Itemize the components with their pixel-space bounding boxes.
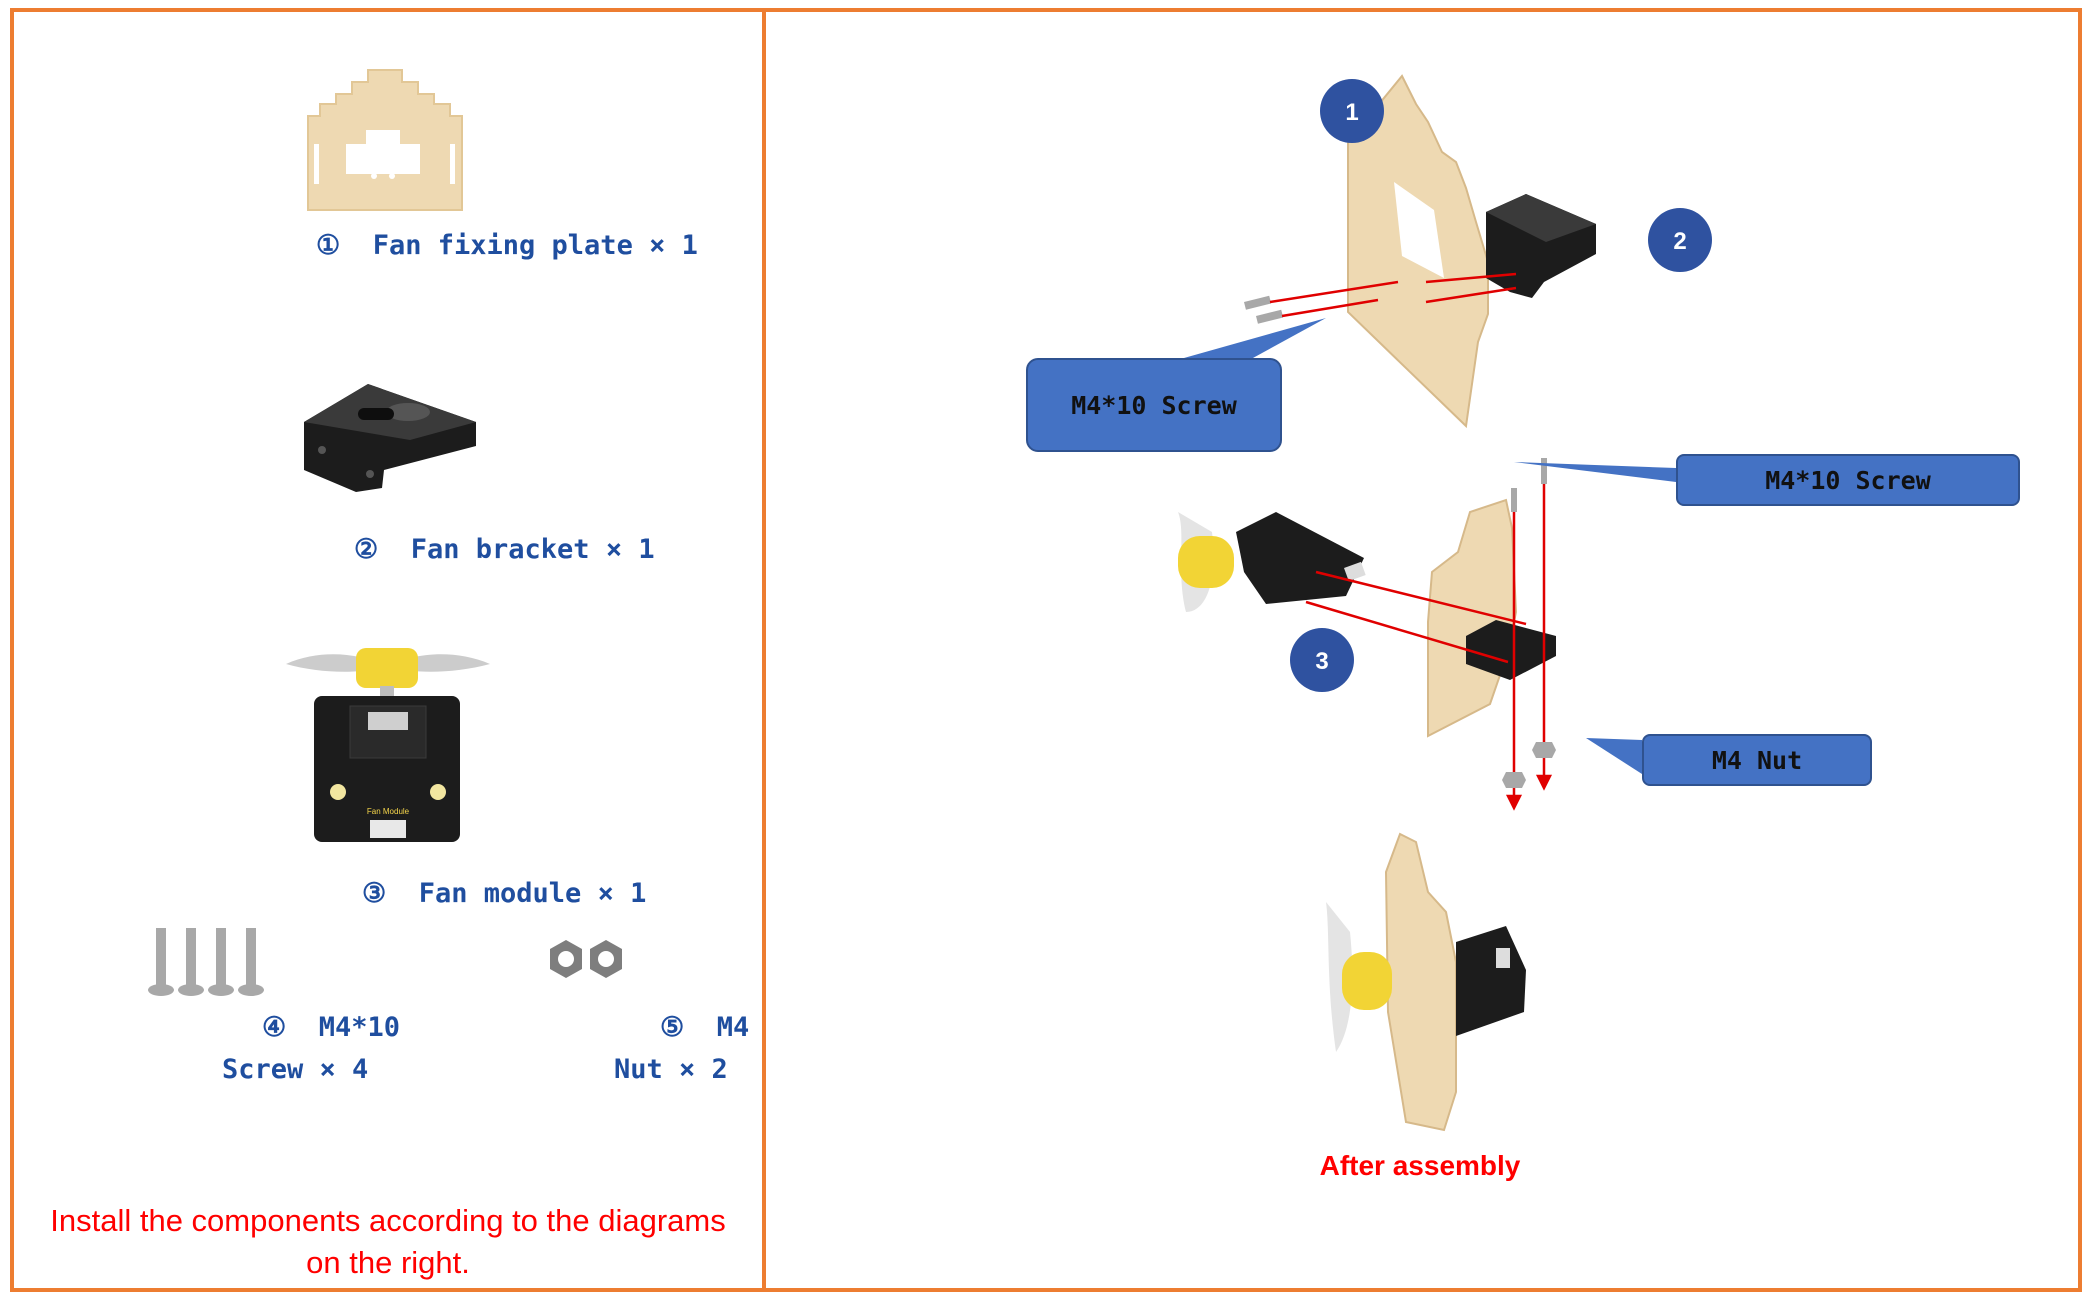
part-1-label: ① Fan fixing plate × 1 [316,230,698,261]
callout-m4-nut: M4 Nut [1642,734,1872,786]
svg-text:1: 1 [1345,99,1358,126]
wooden-plate-icon [307,69,463,211]
part-2-label: ② Fan bracket × 1 [354,534,655,565]
step-1-wooden-plate [1347,74,1489,429]
fan-module-icon: Fan Module [286,648,490,842]
callout-m4-screw-top-label: M4*10 Screw [1071,390,1237,420]
instruction-note: Install the components according to the … [18,1200,758,1284]
step-3-fan-module [1178,512,1366,612]
callout-m4-screw-right-label: M4*10 Screw [1765,465,1931,495]
step-badge-1: 1 [1320,79,1384,143]
assembly-illustration: 1 2 3 [1178,74,1712,1132]
instruction-line-1: Install the components according to the … [50,1203,726,1238]
step-1-screws [1243,295,1284,324]
step-3-screws-and-nuts [1502,458,1556,788]
after-assembly-label: After assembly [1319,1150,1521,1181]
hex-nut-icon [550,940,622,978]
part-4-label-line1: ④ M4*10 [262,1012,401,1043]
part-5-label-line2: Nut × 2 [614,1054,728,1085]
step-badge-2: 2 [1648,208,1712,272]
part-5-label-line1: ⑤ M4 [660,1012,750,1043]
instruction-line-2: on the right. [306,1245,470,1280]
step-3-guide-lines [1305,474,1553,811]
part-4-label-line2: Screw × 4 [222,1054,369,1085]
callout-m4-screw-top: M4*10 Screw [1026,358,1282,452]
callout-m4-screw-right: M4*10 Screw [1676,454,2020,506]
step-2-bracket [1486,194,1596,298]
svg-text:Fan Module: Fan Module [367,807,410,816]
part-3-label: ③ Fan module × 1 [362,878,647,909]
step-badge-3: 3 [1290,628,1354,692]
step-3-plate [1427,498,1518,738]
step-1-guide-lines [1269,272,1517,318]
assembled-unit [1326,832,1526,1132]
callout-m4-nut-label: M4 Nut [1711,745,1803,775]
assembly-diagram-panel [762,8,2082,1292]
svg-text:2: 2 [1673,228,1686,255]
svg-text:3: 3 [1315,648,1328,675]
step-3-bracket [1466,620,1556,680]
black-bracket-icon [304,384,476,492]
callout-tails [1184,318,1676,774]
screw-icon [148,928,264,996]
